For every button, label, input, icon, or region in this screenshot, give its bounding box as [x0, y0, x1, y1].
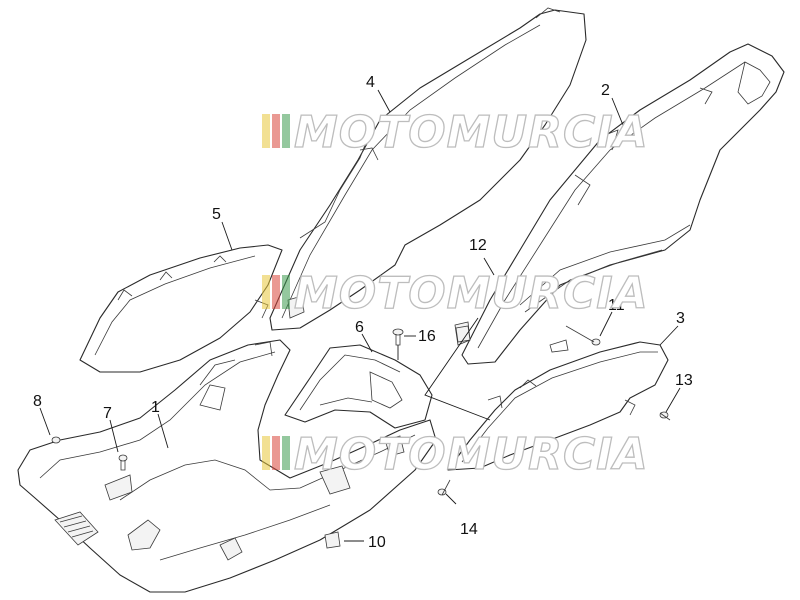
part-8-screw: [51, 436, 61, 444]
callout-12: 12: [469, 237, 487, 254]
part-12-clip: [455, 325, 471, 343]
part-4-left-side-panel: [269, 7, 587, 331]
part-3-rear-right-cover: [447, 341, 669, 471]
callout-8: 8: [33, 393, 42, 410]
watermark-stripe-red: [272, 114, 280, 148]
callout-6: 6: [355, 319, 364, 336]
part-10-clip: [324, 531, 341, 549]
part-16-screw: [392, 328, 404, 346]
part-5-front-left-cover: [79, 244, 283, 373]
watermark-stripe-green: [282, 114, 290, 148]
watermark-bottom: MOTOMURCIA: [262, 428, 649, 481]
watermark-logo-text: MOTOMURCIA: [294, 429, 649, 480]
part-6-centre-bracket: [284, 344, 433, 429]
callout-13: 13: [675, 372, 693, 389]
callout-16: 16: [418, 328, 436, 345]
watermark-middle: MOTOMURCIA: [262, 267, 649, 320]
callout-labels: 4 2 5 12 3 11 6 16 8 7 1 13 10 14: [33, 74, 693, 551]
callout-14: 14: [460, 521, 478, 538]
callout-4: 4: [366, 74, 375, 91]
watermark-stripe-yellow: [262, 114, 270, 148]
callout-3: 3: [676, 310, 685, 327]
callout-5: 5: [212, 206, 221, 223]
part-2-right-side-panel: [454, 43, 785, 365]
watermark-logo-text: MOTOMURCIA: [294, 107, 649, 158]
callout-leaders: [39, 89, 681, 542]
part-7-screw: [118, 454, 128, 471]
part-11-screw: [549, 325, 601, 353]
part-1-lower-footboard: [17, 339, 437, 593]
assembly-lines: [397, 317, 491, 421]
callout-7: 7: [103, 405, 112, 422]
callout-11: 11: [608, 297, 625, 314]
callout-10: 10: [368, 534, 386, 551]
watermark-logo-text: MOTOMURCIA: [294, 268, 649, 319]
callout-2: 2: [601, 82, 610, 99]
watermark-top: MOTOMURCIA: [262, 106, 649, 159]
hardware-items: [51, 325, 671, 549]
part-14-screw: [437, 479, 451, 496]
callout-1: 1: [151, 399, 160, 416]
part-13-screw: [659, 411, 671, 421]
